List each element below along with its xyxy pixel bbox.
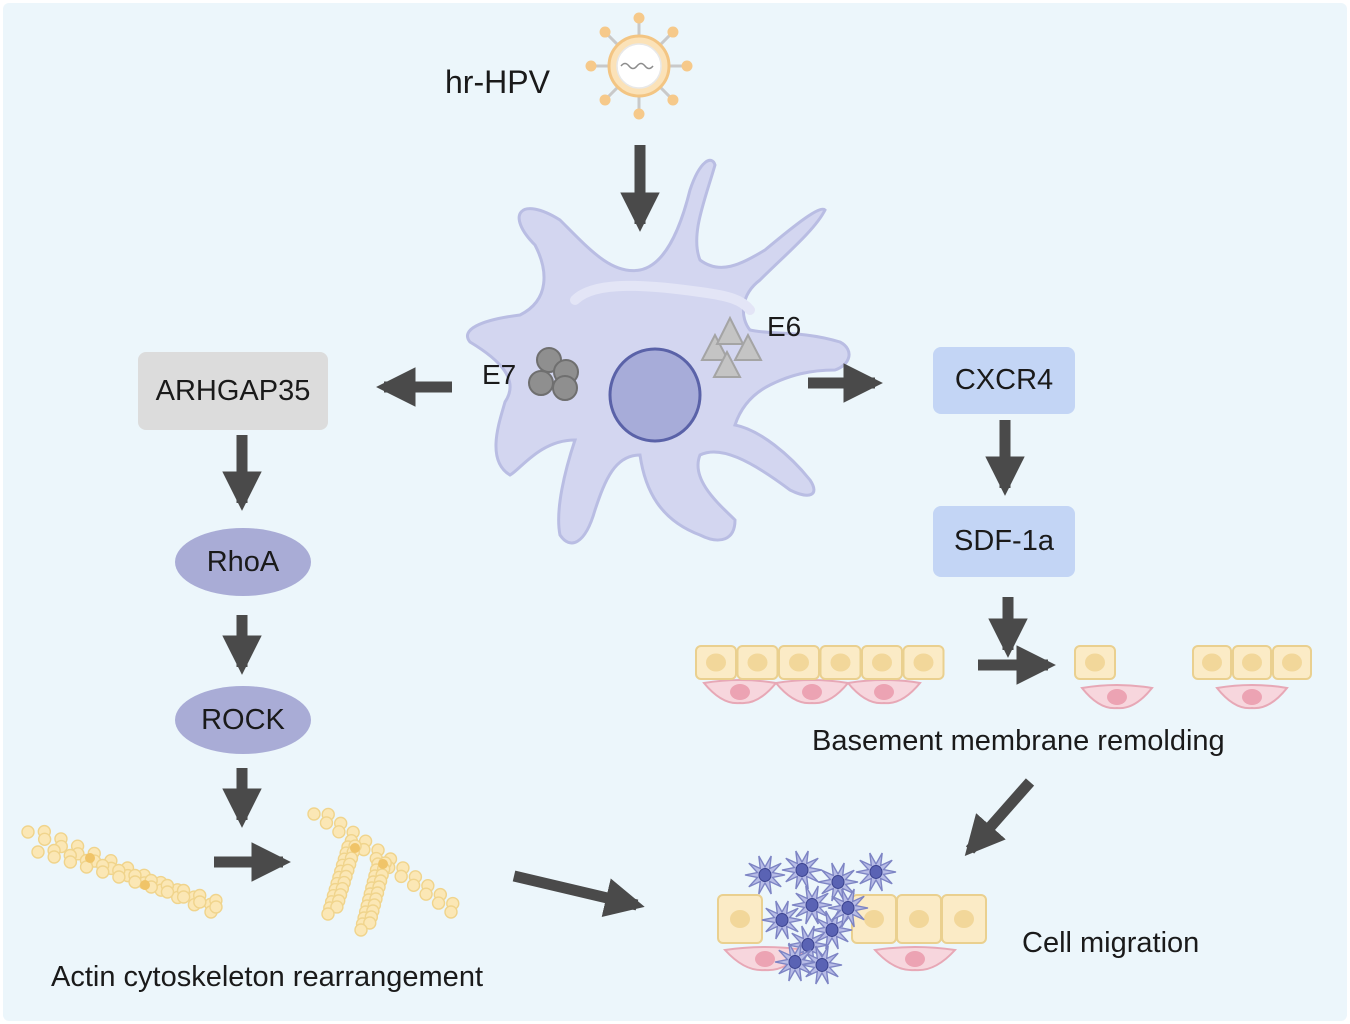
sdf1a-node: SDF-1a [933, 506, 1075, 577]
virus-label: hr-HPV [445, 64, 550, 100]
basement-membrane-label: Basement membrane remolding [812, 725, 1225, 757]
cell-migration-icon [717, 850, 987, 985]
actin-rearrangement-label: Actin cytoskeleton rearrangement [51, 961, 483, 993]
arrow-membrane-to-migration [964, 778, 1035, 856]
arhgap35-node: ARHGAP35 [138, 352, 328, 430]
hpv-virus-icon [585, 12, 693, 120]
cxcr4-node: CXCR4 [933, 347, 1075, 414]
rock-node: ROCK [175, 686, 311, 754]
basement-membrane-intact-icon [695, 645, 945, 705]
arrow-actin-to-migration [512, 870, 645, 918]
e7-protein-icon [528, 347, 579, 401]
nucleus-icon [608, 347, 702, 443]
e6-label: E6 [767, 311, 802, 342]
e6-protein-icon [700, 315, 763, 378]
actin-filament-icon [21, 807, 460, 937]
e7-label: E7 [482, 359, 517, 390]
cell-migration-label: Cell migration [1022, 927, 1200, 959]
basement-membrane-disrupted-icon [1074, 645, 1312, 710]
rhoa-node: RhoA [175, 528, 311, 596]
